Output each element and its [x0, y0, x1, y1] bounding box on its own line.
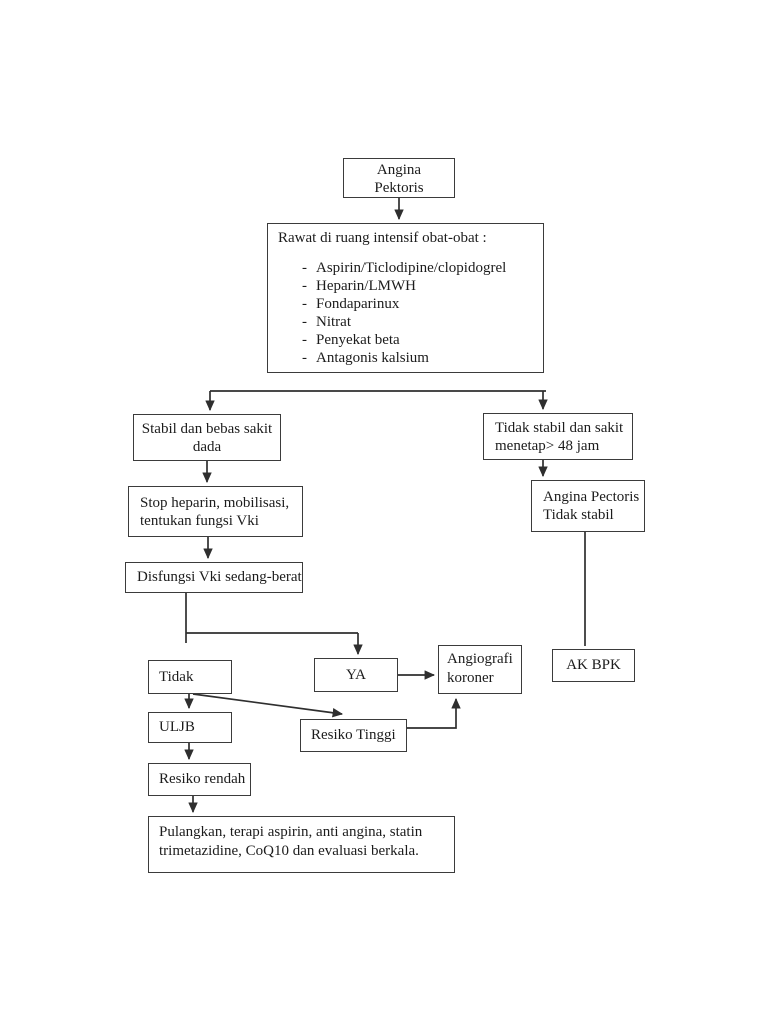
node-label-line: Angina Pectoris	[543, 489, 640, 505]
drug-item: Aspirin/Ticlodipine/clopidogrel	[278, 259, 533, 277]
node-label-line: Disfungsi Vki sedang-berat	[137, 569, 302, 585]
node-angiografi-koroner: Angiografi koroner	[438, 645, 522, 694]
node-stabil-bebas-sakit: Stabil dan bebas sakit dada	[133, 414, 281, 461]
node-resiko-rendah: Resiko rendah	[148, 763, 251, 796]
drug-item: Nitrat	[278, 313, 533, 331]
node-uljb: ULJB	[148, 712, 232, 743]
node-label-line: koroner	[447, 670, 494, 686]
node-tidak-stabil-sakit-menetap: Tidak stabil dan sakit menetap> 48 jam	[483, 413, 633, 460]
node-ak-bpk: AK BPK	[552, 649, 635, 682]
node-label-line: Tidak stabil dan sakit	[495, 420, 624, 436]
node-label-line: Stop heparin, mobilisasi,	[140, 495, 290, 511]
connector-diagonal-to-resiko-tinggi	[192, 693, 344, 718]
node-label-line: Tidak	[159, 669, 194, 685]
node-label-line: AK BPK	[566, 657, 621, 673]
node-label-line: Resiko rendah	[159, 771, 246, 787]
node-title: Rawat di ruang intensif obat-obat :	[278, 230, 487, 246]
node-label-line: dada	[192, 439, 222, 455]
node-rawat-intensif: Rawat di ruang intensif obat-obat : Aspi…	[267, 223, 544, 373]
node-label-line: YA	[345, 667, 366, 683]
node-label-line: Pulangkan, terapi aspirin, anti angina, …	[159, 824, 423, 840]
node-label-line: tentukan fungsi Vki	[140, 513, 259, 529]
node-disfungsi-vki: Disfungsi Vki sedang-berat	[125, 562, 303, 593]
node-label-line: Pektoris	[374, 180, 424, 196]
node-ya: YA	[314, 658, 398, 692]
drug-item: Fondaparinux	[278, 295, 533, 313]
node-label-line: menetap> 48 jam	[495, 438, 600, 454]
node-angina-pectoris-tidak-stabil: Angina Pectoris Tidak stabil	[531, 480, 645, 532]
node-label-line: Angina	[376, 162, 422, 178]
drug-item: Antagonis kalsium	[278, 349, 533, 367]
connector-resiko-tinggi-to-angiografi	[407, 697, 461, 729]
node-label-line: Resiko Tinggi	[311, 727, 396, 743]
node-label-line: trimetazidine, CoQ10 dan evaluasi berkal…	[159, 843, 419, 859]
node-label-line: Stabil dan bebas sakit	[141, 421, 273, 437]
node-label-line: ULJB	[159, 719, 195, 735]
node-stop-heparin: Stop heparin, mobilisasi, tentukan fungs…	[128, 486, 303, 537]
node-label-line: Angiografi	[447, 651, 513, 667]
drug-item: Penyekat beta	[278, 331, 533, 349]
node-pulangkan: Pulangkan, terapi aspirin, anti angina, …	[148, 816, 455, 873]
drug-item: Heparin/LMWH	[278, 277, 533, 295]
node-tidak: Tidak	[148, 660, 232, 694]
node-resiko-tinggi: Resiko Tinggi	[300, 719, 407, 752]
drug-list: Aspirin/Ticlodipine/clopidogrel Heparin/…	[278, 259, 533, 367]
node-angina-pektoris: Angina Pektoris	[343, 158, 455, 198]
node-label-line: Tidak stabil	[543, 507, 614, 523]
